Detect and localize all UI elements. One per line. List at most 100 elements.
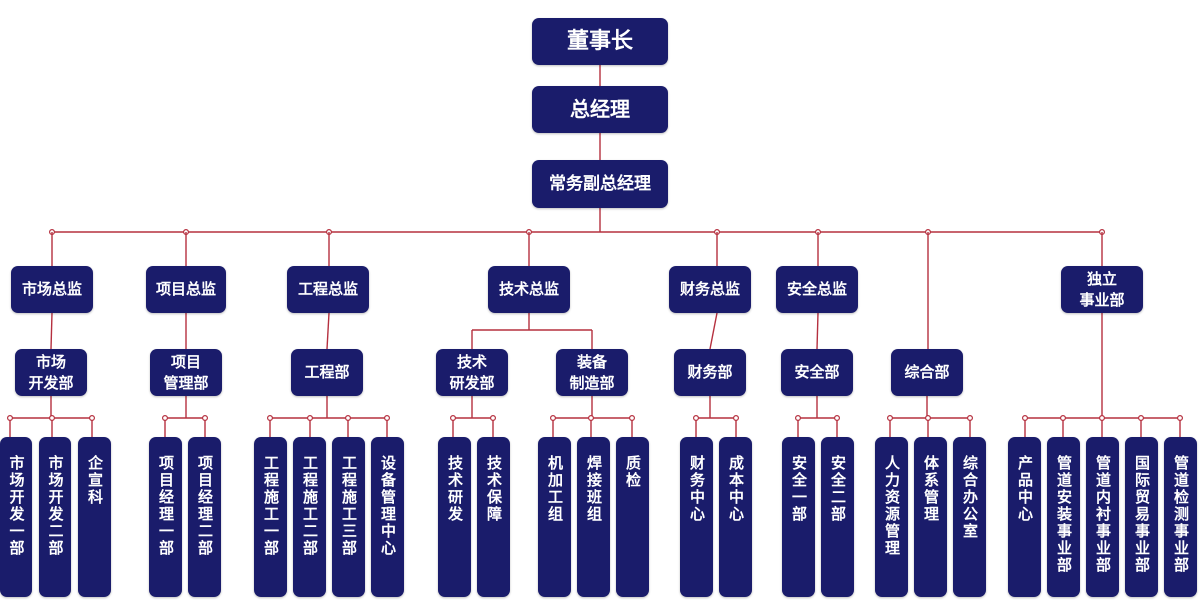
general-manager-box: 总经理 — [532, 86, 668, 133]
director-label: 安全总监 — [786, 280, 847, 299]
unit-label: 国际贸易事业部 — [1133, 455, 1151, 574]
executive-vice-gm-box: 常务副总经理 — [532, 160, 668, 208]
dept-safety: 安全部 — [781, 349, 853, 396]
unit-label: 体系管理 — [922, 455, 940, 523]
unit-label: 技术研发 — [446, 455, 464, 523]
unit-box: 财务中心 — [680, 437, 713, 597]
connector-dot — [1059, 415, 1066, 422]
unit-box: 设备管理中心 — [371, 437, 404, 597]
connector-dot — [549, 415, 556, 422]
unit-box: 企宣科 — [78, 437, 111, 597]
connector-dot — [48, 415, 55, 422]
dept-finance: 财务部 — [674, 349, 746, 396]
dept-equipment-manufacturing: 装备 制造部 — [556, 349, 628, 396]
connector-dot — [384, 415, 391, 422]
unit-box: 国际贸易事业部 — [1125, 437, 1158, 597]
executive-vice-gm-label: 常务副总经理 — [549, 173, 651, 194]
connector-dot — [490, 415, 497, 422]
unit-box: 市场开发一部 — [0, 437, 32, 597]
unit-label: 安全一部 — [790, 455, 808, 523]
unit-box: 管道安装事业部 — [1047, 437, 1080, 597]
unit-box: 管道内衬事业部 — [1086, 437, 1119, 597]
director-project: 项目总监 — [146, 266, 226, 313]
connector-line — [326, 312, 330, 350]
connector-dot — [88, 415, 95, 422]
connector-dot — [886, 415, 893, 422]
connector-dot — [966, 415, 973, 422]
unit-label: 管道内衬事业部 — [1094, 455, 1112, 574]
unit-label: 综合办公室 — [961, 455, 979, 540]
unit-box: 工程施工二部 — [293, 437, 326, 597]
dept-tech-rd: 技术 研发部 — [436, 349, 508, 396]
connector-dot — [307, 415, 314, 422]
connector-dot — [267, 415, 274, 422]
unit-label: 企宣科 — [86, 455, 104, 506]
dept-label: 装备 制造部 — [569, 353, 615, 392]
connector-dot — [732, 415, 739, 422]
chairman-label: 董事长 — [566, 28, 633, 54]
connector-dot — [794, 415, 801, 422]
unit-box: 质检 — [616, 437, 649, 597]
unit-box: 机加工组 — [538, 437, 571, 597]
director-label: 工程总监 — [297, 280, 358, 299]
dept-label: 综合部 — [904, 363, 950, 382]
unit-label: 管道安装事业部 — [1055, 455, 1073, 574]
unit-box: 管道检测事业部 — [1164, 437, 1197, 597]
unit-box: 综合办公室 — [953, 437, 986, 597]
unit-box: 体系管理 — [914, 437, 947, 597]
dept-market-development: 市场 开发部 — [15, 349, 87, 396]
director-label: 技术总监 — [498, 280, 559, 299]
connector-dot — [1021, 415, 1028, 422]
unit-label: 设备管理中心 — [379, 455, 397, 557]
unit-box: 安全一部 — [782, 437, 815, 597]
connector-dot — [345, 415, 352, 422]
unit-label: 工程施工一部 — [262, 455, 280, 557]
director-safety: 安全总监 — [776, 266, 858, 313]
director-finance: 财务总监 — [669, 266, 751, 313]
connector-dot — [692, 415, 699, 422]
unit-label: 产品中心 — [1016, 455, 1034, 523]
connector-dot — [1137, 415, 1144, 422]
connector-line — [50, 312, 53, 350]
unit-label: 人力资源管理 — [883, 455, 901, 557]
connector-line — [816, 312, 819, 350]
connector-dot — [1176, 415, 1183, 422]
unit-box: 项目经理一部 — [149, 437, 182, 597]
dept-label: 技术 研发部 — [449, 353, 495, 392]
dept-engineering: 工程部 — [291, 349, 363, 396]
connector-dot — [628, 415, 635, 422]
connector-dot — [924, 415, 931, 422]
unit-box: 工程施工三部 — [332, 437, 365, 597]
director-engineering: 工程总监 — [287, 266, 369, 313]
unit-label: 市场开发一部 — [7, 455, 26, 557]
dept-label: 财务部 — [687, 363, 733, 382]
connector-dot — [587, 415, 594, 422]
director-label: 财务总监 — [679, 280, 740, 299]
dept-general-affairs: 综合部 — [891, 349, 963, 396]
unit-label: 项目经理一部 — [157, 455, 175, 557]
unit-label: 财务中心 — [688, 455, 706, 523]
connector-dot — [202, 415, 209, 422]
unit-label: 工程施工三部 — [340, 455, 358, 557]
unit-label: 机加工组 — [546, 455, 564, 523]
unit-box: 焊接班组 — [577, 437, 610, 597]
connector-dot — [162, 415, 169, 422]
general-manager-label: 总经理 — [570, 97, 630, 121]
connector-line — [709, 312, 718, 350]
dept-project-management: 项目 管理部 — [150, 349, 222, 396]
unit-box: 人力资源管理 — [875, 437, 908, 597]
connector-dot — [6, 415, 14, 422]
dept-label: 工程部 — [304, 363, 350, 382]
unit-label: 工程施工二部 — [301, 455, 319, 557]
unit-label: 市场开发二部 — [46, 455, 65, 557]
unit-label: 安全二部 — [829, 455, 847, 523]
director-label: 市场总监 — [21, 280, 82, 299]
director-technology: 技术总监 — [488, 266, 570, 313]
director-independent-division: 独立 事业部 — [1061, 266, 1143, 313]
director-marketing: 市场总监 — [11, 266, 93, 313]
unit-box: 市场开发二部 — [39, 437, 71, 597]
unit-label: 质检 — [624, 455, 642, 489]
unit-box: 工程施工一部 — [254, 437, 287, 597]
